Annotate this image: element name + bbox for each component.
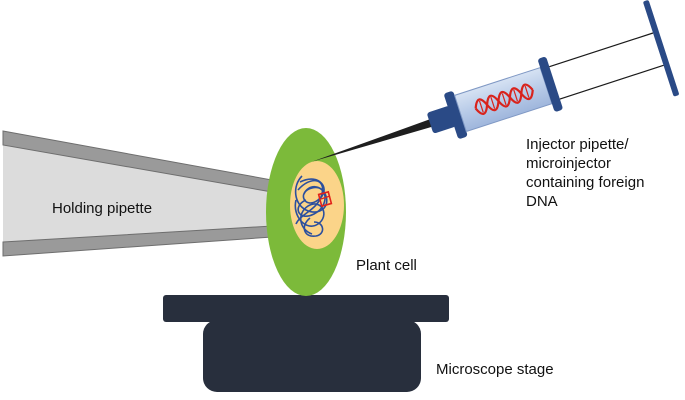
plunger-rod-top [549, 32, 654, 68]
label-injector-pipette: Injector pipette/ microinjector containi… [526, 135, 644, 211]
label-injector-line: microinjector [526, 155, 612, 172]
label-plant-cell: Plant cell [356, 257, 417, 274]
label-injector-line: Injector pipette/ [526, 136, 629, 153]
foreign-dna-fragment-icon [317, 190, 333, 208]
injector-syringe [312, 0, 679, 162]
stage-base [203, 320, 421, 392]
label-microscope-stage: Microscope stage [436, 361, 554, 378]
holding-pipette [2, 130, 273, 257]
label-injector-line: containing foreign [526, 174, 645, 191]
syringe-rear-flange [538, 57, 563, 112]
plunger-handle [643, 0, 679, 97]
label-holding-pipette: Holding pipette [52, 200, 153, 217]
syringe-barrel [453, 66, 553, 133]
stage-plate [163, 295, 449, 322]
syringe-front-flange [444, 91, 468, 139]
injector-needle [312, 118, 436, 162]
syringe-hub [427, 106, 456, 134]
holding-pipette-body [3, 140, 272, 250]
microscope-stage [163, 295, 449, 392]
dna-double-helix-icon [474, 83, 534, 115]
plant-cell [266, 128, 346, 296]
plunger-rod-bottom [559, 64, 664, 100]
label-injector-line: DNA [526, 193, 558, 210]
foreign-dna-fragment-detail [320, 195, 331, 200]
